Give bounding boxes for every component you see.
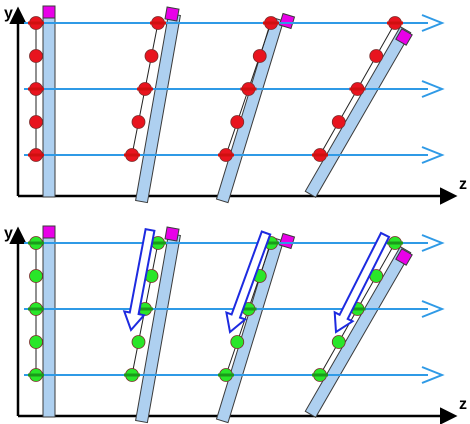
hit-marker <box>29 115 43 129</box>
hit-marker <box>331 115 346 129</box>
hit-marker <box>369 49 384 63</box>
hit-marker <box>29 49 43 63</box>
detector-plane-1 <box>42 226 56 418</box>
vertical-axis-label: y <box>4 5 13 22</box>
horizontal-axis-label: z <box>459 396 467 413</box>
panel-top: yz <box>4 5 467 205</box>
plane-cap-2 <box>164 226 180 242</box>
plane-cap-1 <box>42 5 56 19</box>
hit-marker <box>331 335 346 349</box>
hit-marker <box>230 115 245 129</box>
detector-plane-3 <box>215 16 285 204</box>
plane-cap-3 <box>278 232 296 250</box>
shift-arrow-2 <box>225 230 272 334</box>
plane-cap-4 <box>395 28 413 46</box>
detector-plane-4 <box>304 246 412 418</box>
detector-plane-1 <box>42 6 56 198</box>
beam-arrow-lower-head <box>421 146 445 164</box>
beam-arrow-lower-head <box>421 366 445 384</box>
hit-marker <box>29 335 43 349</box>
plane-cap-3 <box>278 12 296 30</box>
beam-arrow-upper-head <box>421 14 445 32</box>
hit-marker <box>131 115 146 129</box>
plane-cap-2 <box>164 6 180 22</box>
hit-marker <box>230 335 245 349</box>
shift-arrow-1 <box>122 228 156 332</box>
hit-marker <box>252 49 267 63</box>
vertical-axis-label: y <box>4 225 13 242</box>
beam-arrow-middle-head <box>421 300 445 318</box>
shift-arrow-3 <box>333 231 391 334</box>
beam-arrow-middle-head <box>421 80 445 98</box>
detector-plane-4 <box>304 26 412 198</box>
horizontal-axis-label: z <box>459 176 467 193</box>
hit-marker <box>144 49 159 63</box>
beam-arrow-upper-head <box>421 234 445 252</box>
detector-plane-2 <box>135 12 181 204</box>
plane-cap-4 <box>395 248 413 266</box>
hit-marker <box>131 335 146 349</box>
plane-cap-1 <box>42 225 56 239</box>
hit-marker <box>29 269 43 283</box>
panel-bottom: yz <box>4 225 467 424</box>
